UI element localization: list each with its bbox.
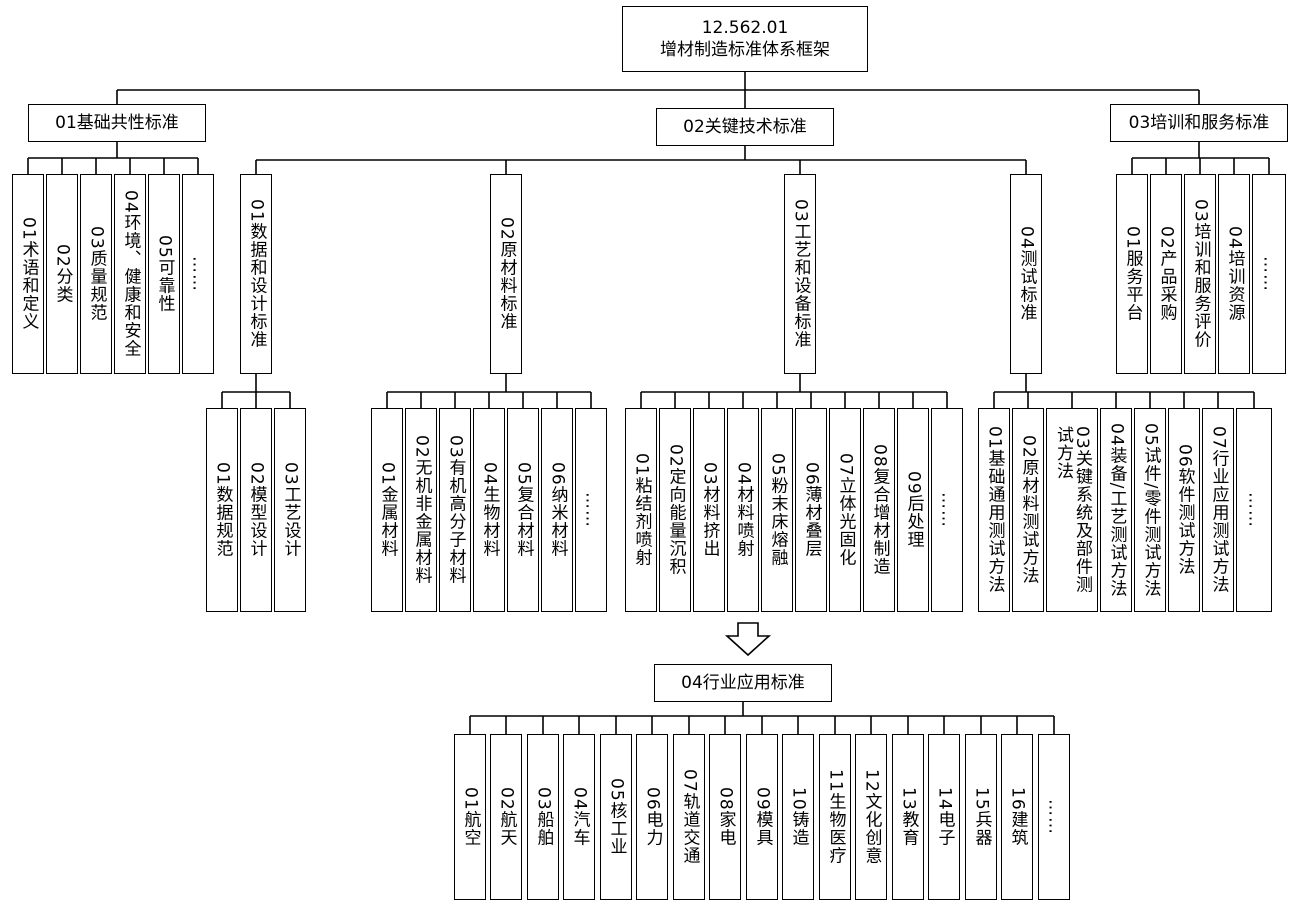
testing-item: …… bbox=[1236, 408, 1272, 612]
raw-material-item: 01金属材料 bbox=[371, 408, 403, 612]
industry-item: 14电子 bbox=[928, 734, 960, 900]
industry-item: 01航空 bbox=[454, 734, 486, 900]
industry-item: 03船舶 bbox=[527, 734, 559, 900]
service-item: 01服务平台 bbox=[1116, 174, 1148, 374]
service-standards-box: 03培训和服务标准 bbox=[1110, 104, 1288, 142]
service-item: 02产品采购 bbox=[1150, 174, 1182, 374]
basic-item: 05可靠性 bbox=[148, 174, 180, 374]
industry-item: 04汽车 bbox=[563, 734, 595, 900]
data-design-item: 03工艺设计 bbox=[274, 408, 306, 612]
industry-item: 05核工业 bbox=[600, 734, 632, 900]
industry-item: …… bbox=[1038, 734, 1070, 900]
industry-item: 02航天 bbox=[490, 734, 522, 900]
key-group-raw-materials: 02原材料标准 bbox=[490, 174, 522, 374]
process-item: 09后处理 bbox=[897, 408, 929, 612]
testing-item: 01基础通用测试方法 bbox=[978, 408, 1010, 612]
basic-item: 01术语和定义 bbox=[12, 174, 44, 374]
raw-material-item: 04生物材料 bbox=[473, 408, 505, 612]
testing-item: 05试件/零件测试方法 bbox=[1134, 408, 1166, 612]
key-group-testing: 04测试标准 bbox=[1010, 174, 1042, 374]
basic-item: …… bbox=[182, 174, 214, 374]
industry-item: 13教育 bbox=[892, 734, 924, 900]
industry-item: 08家电 bbox=[709, 734, 741, 900]
data-design-item: 01数据规范 bbox=[206, 408, 238, 612]
industry-item: 06电力 bbox=[636, 734, 668, 900]
industry-item: 12文化创意 bbox=[855, 734, 887, 900]
raw-material-item: 03有机高分子材料 bbox=[439, 408, 471, 612]
basic-item: 03质量规范 bbox=[80, 174, 112, 374]
key-group-process-equipment: 03工艺和设备标准 bbox=[784, 174, 816, 374]
process-item: 03材料挤出 bbox=[693, 408, 725, 612]
raw-material-item: …… bbox=[575, 408, 607, 612]
testing-item: 02原材料测试方法 bbox=[1012, 408, 1044, 612]
root-title: 增材制造标准体系框架 bbox=[660, 40, 830, 60]
service-item: …… bbox=[1252, 174, 1286, 374]
basic-item: 04环境、健康和安全 bbox=[114, 174, 146, 374]
testing-item: 07行业应用测试方法 bbox=[1202, 408, 1234, 612]
testing-item: 04装备/工艺测试方法 bbox=[1100, 408, 1132, 612]
process-item: 02定向能量沉积 bbox=[659, 408, 691, 612]
process-item: …… bbox=[931, 408, 963, 612]
process-item: 06薄材叠层 bbox=[795, 408, 827, 612]
industry-item: 15兵器 bbox=[965, 734, 997, 900]
process-item: 04材料喷射 bbox=[727, 408, 759, 612]
down-arrow-icon bbox=[724, 622, 772, 657]
industry-item: 16建筑 bbox=[1001, 734, 1033, 900]
process-item: 07立体光固化 bbox=[829, 408, 861, 612]
root-code: 12.562.01 bbox=[701, 18, 789, 38]
raw-material-item: 06纳米材料 bbox=[541, 408, 573, 612]
industry-item: 09模具 bbox=[746, 734, 778, 900]
industry-item: 10铸造 bbox=[782, 734, 814, 900]
process-item: 01粘结剂喷射 bbox=[625, 408, 657, 612]
testing-item: 06软件测试方法 bbox=[1168, 408, 1200, 612]
industry-item: 11生物医疗 bbox=[819, 734, 851, 900]
raw-material-item: 02无机非金属材料 bbox=[405, 408, 437, 612]
basic-standards-box: 01基础共性标准 bbox=[28, 104, 206, 142]
key-tech-standards-box: 02关键技术标准 bbox=[656, 108, 834, 146]
industry-standards-box: 04行业应用标准 bbox=[654, 664, 832, 702]
key-group-data-design: 01数据和设计标准 bbox=[240, 174, 272, 374]
raw-material-item: 05复合材料 bbox=[507, 408, 539, 612]
service-item: 03培训和服务评价 bbox=[1184, 174, 1216, 374]
industry-item: 07轨道交通 bbox=[673, 734, 705, 900]
process-item: 08复合增材制造 bbox=[863, 408, 895, 612]
testing-item: 03关键系统及部件测 试方法 bbox=[1046, 408, 1098, 612]
process-item: 05粉末床熔融 bbox=[761, 408, 793, 612]
basic-item: 02分类 bbox=[46, 174, 78, 374]
data-design-item: 02模型设计 bbox=[240, 408, 272, 612]
service-item: 04培训资源 bbox=[1218, 174, 1250, 374]
